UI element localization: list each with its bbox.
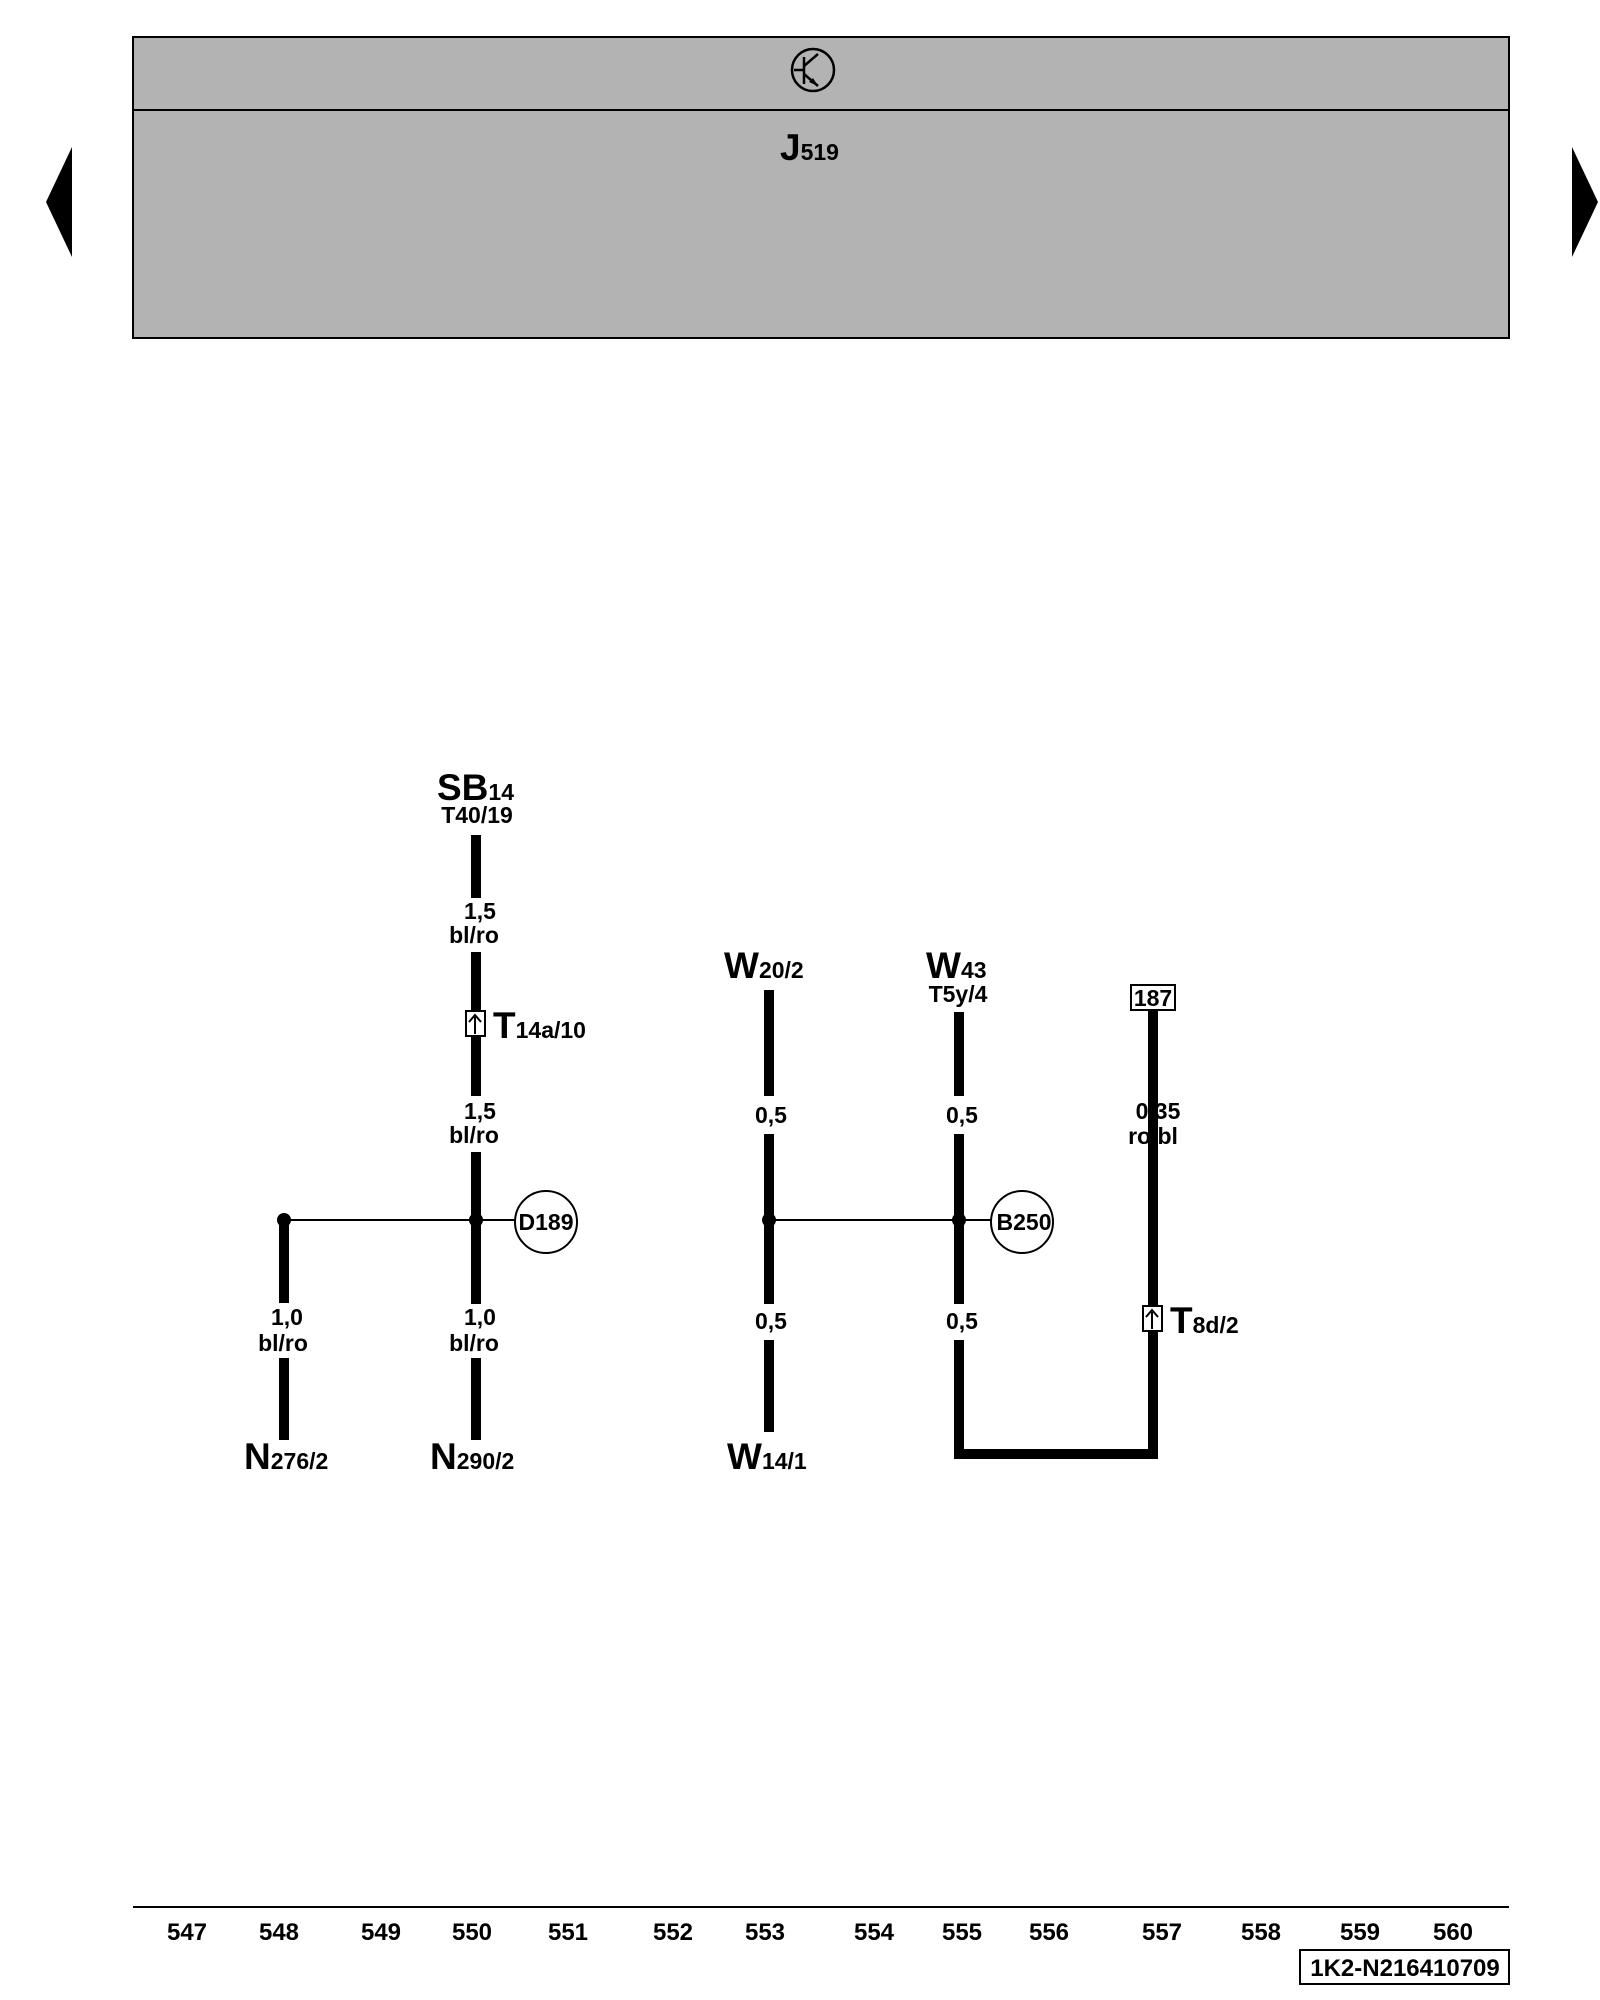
wire-555-557-loop — [954, 1040, 1158, 1459]
module-label: J519 — [780, 127, 839, 168]
splice-d189-circle — [514, 1190, 578, 1254]
t14a-label: T14a/10 — [493, 1005, 586, 1046]
w43-label: W43 — [926, 945, 987, 986]
column-number: 553 — [745, 1919, 785, 1946]
w43-pin-label: T5y/4 — [929, 981, 988, 1007]
wire-553-bot-size: 0,5 — [755, 1308, 787, 1334]
circuit-w: W20/2 0,5 0,5 W14/1 W43 T5y/4 0,5 0,5 B2… — [724, 945, 1239, 1477]
column-number: 551 — [548, 1919, 588, 1946]
column-number: 547 — [167, 1919, 207, 1946]
column-number: 555 — [942, 1919, 982, 1946]
wire-550-mid-size: 1,5 — [464, 1098, 496, 1124]
w14-label: W14/1 — [727, 1436, 807, 1477]
splice-b250-label: B250 — [997, 1209, 1052, 1235]
wire-550-top-color: bl/ro — [449, 922, 499, 948]
wire-550-bot-color: bl/ro — [449, 1330, 499, 1356]
wire-553-top-size: 0,5 — [755, 1102, 787, 1128]
header-panel: J519 — [132, 36, 1510, 339]
column-number: 554 — [854, 1919, 895, 1946]
column-number: 559 — [1340, 1919, 1380, 1946]
doc-id-box — [1299, 1949, 1510, 1985]
wire-557-top-size: 0,35 — [1136, 1098, 1181, 1124]
ref-187-box — [1130, 984, 1176, 1011]
wire-557-top-color: ro/bl — [1128, 1123, 1178, 1149]
node-dot — [952, 1213, 966, 1227]
doc-id: 1K2-N216410709 — [1310, 1955, 1499, 1982]
column-number: 560 — [1433, 1919, 1473, 1946]
column-number: 558 — [1241, 1919, 1281, 1946]
n290-label: N290/2 — [430, 1436, 514, 1477]
column-number: 552 — [653, 1919, 693, 1946]
ref-187-label: 187 — [1134, 985, 1172, 1011]
sb14-label: SB14 — [437, 767, 514, 808]
column-number: 557 — [1142, 1919, 1182, 1946]
column-number: 550 — [452, 1919, 492, 1946]
wire-555-top-size: 0,5 — [946, 1102, 978, 1128]
column-number: 548 — [259, 1919, 299, 1946]
column-number: 556 — [1029, 1919, 1069, 1946]
w20-label: W20/2 — [724, 945, 804, 986]
header-module-band — [132, 109, 1510, 339]
sb14-pin-label: T40/19 — [441, 802, 513, 828]
n276-label: N276/2 — [244, 1436, 328, 1477]
wire-550-top-size: 1,5 — [464, 898, 496, 924]
wire-550-mid-color: bl/ro — [449, 1122, 499, 1148]
node-dot — [762, 1213, 776, 1227]
triangle-right-icon[interactable] — [1572, 147, 1598, 257]
node-dot — [469, 1213, 483, 1227]
wire-548-bot-color: bl/ro — [258, 1330, 308, 1356]
circuit-sb14: SB14 T40/19 1,5 bl/ro T14a/10 1,5 bl/ro … — [244, 767, 586, 1477]
t8d-label: T8d/2 — [1170, 1300, 1239, 1341]
column-numbers: 547 548 549 550 551 552 553 554 555 556 … — [167, 1919, 1473, 1946]
wire-548-bot-size: 1,0 — [271, 1304, 303, 1330]
splice-b250-circle — [990, 1190, 1054, 1254]
connector-icon — [1142, 1305, 1163, 1332]
header-symbol-band — [132, 36, 1510, 111]
wire-555-bot-size: 0,5 — [946, 1308, 978, 1334]
column-number: 549 — [361, 1919, 401, 1946]
transistor-icon — [790, 47, 836, 93]
wire-550-bot-size: 1,0 — [464, 1304, 496, 1330]
triangle-left-icon[interactable] — [46, 147, 72, 257]
splice-d189-label: D189 — [519, 1209, 574, 1235]
connector-icon — [465, 1010, 486, 1037]
